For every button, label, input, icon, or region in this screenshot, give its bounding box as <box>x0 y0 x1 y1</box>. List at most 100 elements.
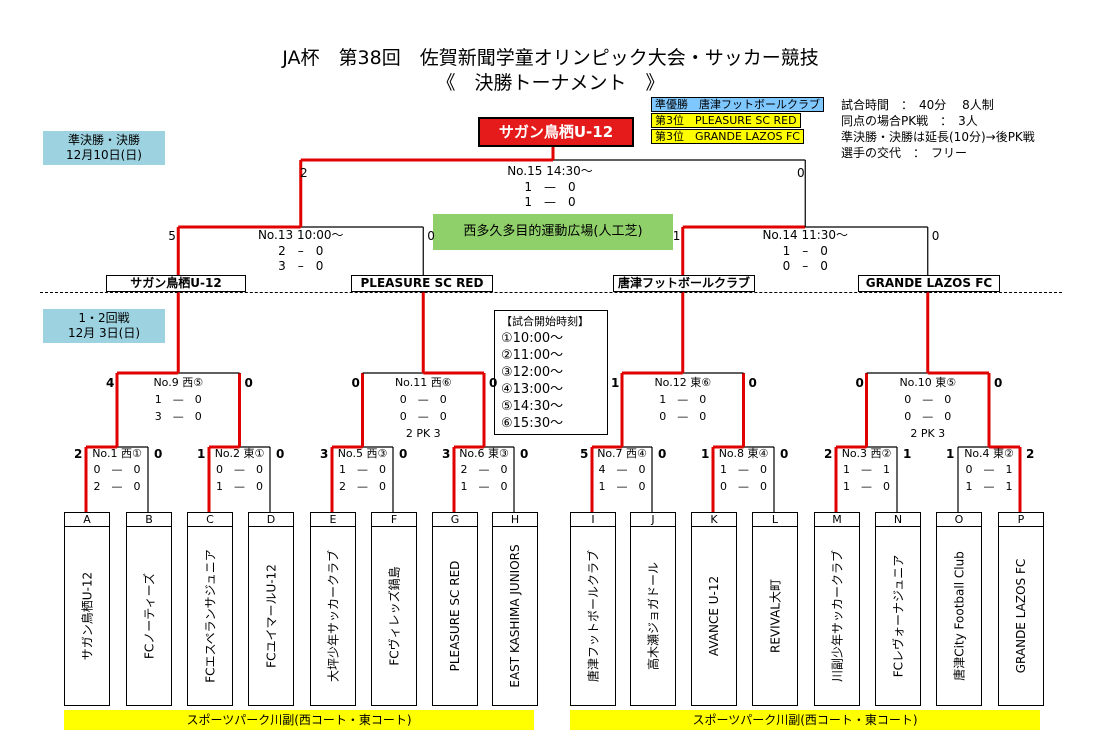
start-time-2: ②11:00～ <box>501 348 564 363</box>
semi-match-no: No.13 10:00～ <box>257 228 344 242</box>
r1-left-score: 2 <box>824 447 833 461</box>
team-box: PLEASURE SC RED <box>432 526 478 706</box>
r2-score-1: 1 — 0 <box>659 393 707 406</box>
team-box: FCユイマールU-12 <box>248 526 294 706</box>
team-name: PLEASURE SC RED <box>448 560 462 672</box>
r2-score-1: 1 — 0 <box>154 393 202 406</box>
team-name: FCレヴォーナジュニア <box>891 554 906 678</box>
third-place-b: 第3位 GRANDE LAZOS FC <box>651 129 804 144</box>
r1-score-1: 0 — 1 <box>965 463 1013 476</box>
info-line-2: 同点の場合PK戦 ： 3人 <box>841 114 978 128</box>
r2-left-score: 0 <box>351 376 360 390</box>
r2-match-no: No.12 東⑥ <box>654 376 712 389</box>
team-box: EAST KASHIMA JUNIORS <box>492 526 538 706</box>
r1-score-1: 1 — 0 <box>720 463 767 476</box>
r1-match-no: No.5 西③ <box>337 447 388 460</box>
r2-match-no: No.10 東⑤ <box>899 376 957 389</box>
team-box: 川副少年サッカークラブ <box>814 526 860 706</box>
team-box: 唐津City Football Club <box>936 526 982 706</box>
third-place-a: 第3位 PLEASURE SC RED <box>651 113 801 128</box>
round12-date: 1・2回戦 12月 3日(日) <box>43 309 165 343</box>
semi-team-3: 唐津フットボールクラブ <box>613 275 755 292</box>
runner-up-label: 準優勝 唐津フットボールクラブ <box>651 97 824 112</box>
r1-score-2: 1 — 0 <box>843 480 890 493</box>
final-match-no: No.15 14:30～ <box>507 164 593 178</box>
final-left-score: 2 <box>300 166 308 180</box>
venue-right: スポーツパーク川副(西コート・東コート) <box>570 710 1040 730</box>
r2-score-1: 0 — 0 <box>399 393 447 406</box>
page-title: JA杯 第38回 佐賀新聞学童オリンピック大会・サッカー競技 <box>282 47 819 69</box>
start-time-3: ③12:00～ <box>501 365 564 380</box>
r1-score-1: 1 — 0 <box>339 463 386 476</box>
start-time-6: ⑥15:30～ <box>501 416 564 431</box>
team-name: AVANCE U-12 <box>707 575 721 657</box>
team-name: REVIVAL大町 <box>768 578 783 654</box>
team-letter: H <box>492 512 538 527</box>
team-box: 高木瀬ジョガドール <box>630 526 676 706</box>
r1-left-score: 3 <box>320 447 329 461</box>
r1-right-score: 0 <box>658 447 667 461</box>
team-box: AVANCE U-12 <box>691 526 737 706</box>
info-line-3: 準決勝・決勝は延長(10分)→後PK戦 <box>841 130 1035 144</box>
r1-match-no: No.1 西① <box>92 447 142 460</box>
team-letter: D <box>248 512 294 527</box>
info-line-4: 選手の交代 ： フリー <box>841 146 968 160</box>
team-box: GRANDE LAZOS FC <box>998 526 1044 706</box>
section-divider <box>40 292 1062 293</box>
r2-match-no: No.11 西⑥ <box>394 376 452 389</box>
r1-score-1: 1 — 1 <box>843 463 890 476</box>
r1-score-1: 2 — 0 <box>460 463 508 476</box>
semi-match-no: No.14 11:30～ <box>762 228 849 242</box>
team-name: 川副少年サッカークラブ <box>830 549 845 683</box>
team-box: FCエスペランサジュニア <box>187 526 233 706</box>
r1-right-score: 0 <box>780 447 789 461</box>
r1-score-1: 0 — 0 <box>216 463 263 476</box>
r1-score-1: 0 — 0 <box>93 463 141 476</box>
semi-score-1: 1 – 0 <box>782 244 828 258</box>
semi-team-4: GRANDE LAZOS FC <box>858 275 1000 292</box>
team-name: GRANDE LAZOS FC <box>1014 558 1028 674</box>
team-letter: E <box>310 512 356 527</box>
team-name: FCユイマールU-12 <box>264 564 279 668</box>
team-name: 唐津フットボールクラブ <box>586 549 601 683</box>
start-time-4: ④13:00～ <box>501 382 564 397</box>
team-letter: B <box>126 512 172 527</box>
page-subtitle: 《 決勝トーナメント 》 <box>436 72 665 94</box>
semi-score-2: 3 – 0 <box>278 259 324 273</box>
start-time-5: ⑤14:30～ <box>501 399 564 414</box>
team-name: FCノーティーズ <box>142 573 157 659</box>
final-score-2: 1 — 0 <box>524 195 576 209</box>
team-letter: L <box>752 512 798 527</box>
r2-pk: 2 PK 3 <box>910 427 946 440</box>
r1-score-2: 1 — 0 <box>460 480 508 493</box>
team-box: 大坪少年サッカークラブ <box>310 526 356 706</box>
team-letter: A <box>64 512 110 527</box>
r1-score-1: 4 — 0 <box>598 463 646 476</box>
r1-match-no: No.4 東② <box>964 447 1014 460</box>
r2-right-score: 0 <box>244 376 253 390</box>
semi-team-1: サガン鳥栖U-12 <box>106 275 246 292</box>
r2-score-1: 0 — 0 <box>904 393 952 406</box>
team-name: FCエスペランサジュニア <box>203 549 218 683</box>
start-time-1: ①10:00～ <box>501 331 564 346</box>
r1-left-score: 1 <box>197 447 206 461</box>
team-box: FCレヴォーナジュニア <box>875 526 921 706</box>
semi-right-score: 0 <box>427 229 435 243</box>
team-name: FCヴィレッズ鍋島 <box>387 566 402 666</box>
r1-score-2: 1 — 1 <box>965 480 1013 493</box>
r2-right-score: 0 <box>748 376 757 390</box>
team-name: 高木瀬ジョガドール <box>646 561 661 671</box>
r2-left-score: 1 <box>611 376 620 390</box>
r1-match-no: No.6 東③ <box>459 447 509 460</box>
team-box: FCノーティーズ <box>126 526 172 706</box>
r2-pk: 2 PK 3 <box>405 427 441 440</box>
r1-score-2: 2 — 0 <box>93 480 141 493</box>
team-name: EAST KASHIMA JUNIORS <box>508 544 522 688</box>
team-box: サガン鳥栖U-12 <box>64 526 110 706</box>
team-box: 唐津フットボールクラブ <box>570 526 616 706</box>
final-venue: 西多久多目的運動広場(人工芝) <box>433 214 673 250</box>
r1-left-score: 1 <box>946 447 955 461</box>
start-times-header: 【試合開始時刻】 <box>501 315 589 328</box>
r1-score-2: 1 — 0 <box>216 480 263 493</box>
